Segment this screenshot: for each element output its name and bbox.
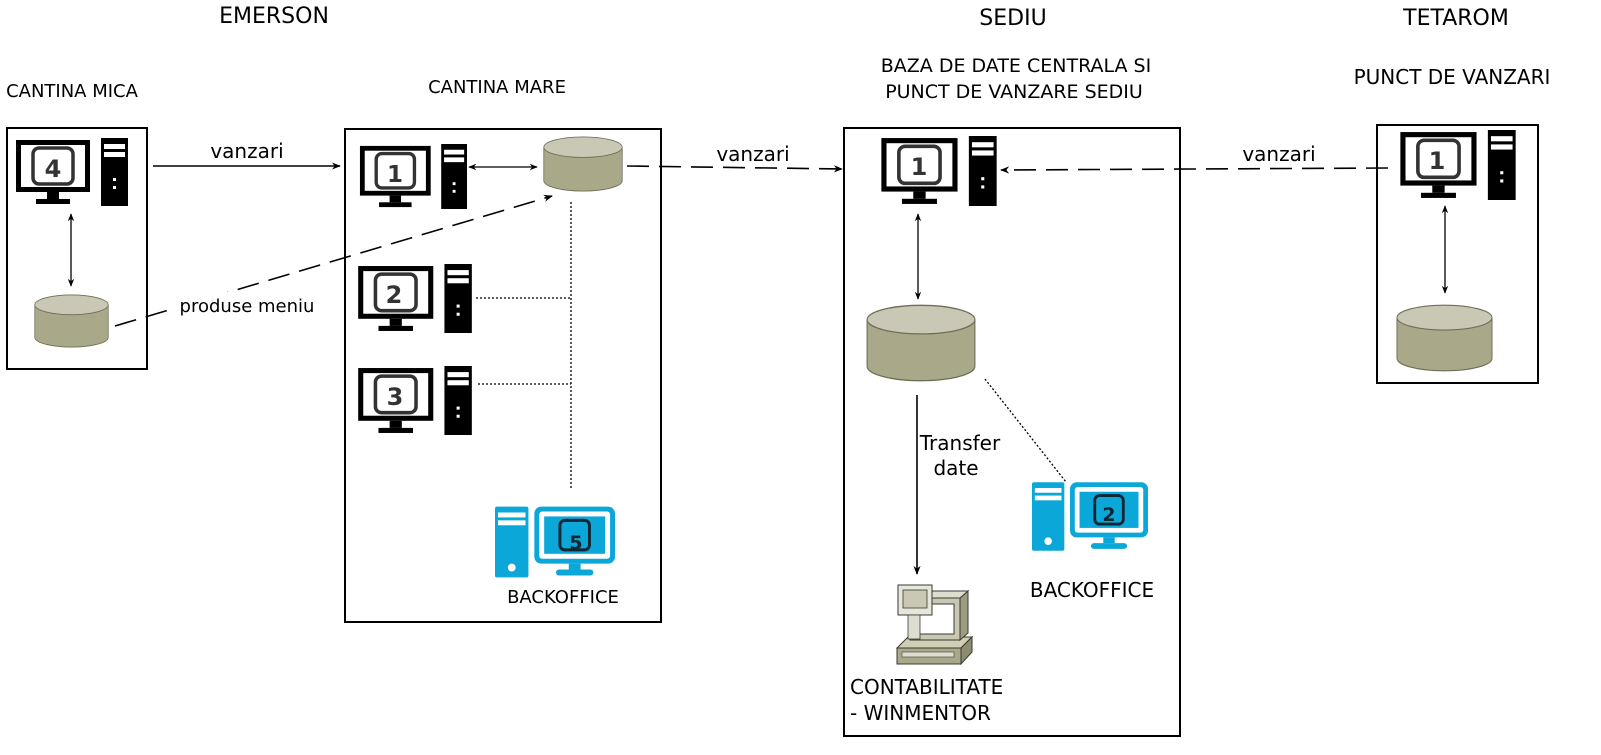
link-vanzari-tetarom-sediu xyxy=(1000,166,1389,174)
workstation-number: 2 xyxy=(1102,504,1115,526)
label-produse-meniu: produse meniu xyxy=(180,296,315,317)
local-network-mare xyxy=(476,202,572,490)
workstation-number: 2 xyxy=(386,281,403,309)
workstation-number: 4 xyxy=(45,155,62,183)
workstation-mare-1: 1 xyxy=(358,144,468,209)
database-tetarom xyxy=(1396,304,1493,372)
label-cantina-mica: CANTINA MICA xyxy=(6,81,139,102)
workstation-tetarom-1: 1 xyxy=(1398,130,1517,200)
workstation-number: 1 xyxy=(1429,147,1446,175)
workstation-mica: 4 xyxy=(14,138,129,206)
backoffice-workstation-mare: 5 xyxy=(495,506,615,578)
header-tetarom: TETAROM xyxy=(1402,6,1509,31)
database-centrala xyxy=(866,304,976,382)
label-punct-vanzari: PUNCT DE VANZARI xyxy=(1354,65,1551,89)
workstation-number: 1 xyxy=(911,153,928,181)
label-transfer-line2: date xyxy=(933,456,978,480)
label-vanzari-3: vanzari xyxy=(1242,142,1315,166)
label-cantina-mare: CANTINA MARE xyxy=(428,77,566,98)
label-contabilitate-line1: CONTABILITATE xyxy=(850,675,1003,699)
frame-sediu xyxy=(843,127,1181,737)
label-contabilitate-line2: - WINMENTOR xyxy=(850,701,991,725)
workstation-number: 1 xyxy=(387,162,403,188)
frame-cantina-mare xyxy=(344,128,662,623)
database-mica xyxy=(34,294,109,348)
frame-cantina-mica xyxy=(6,127,148,370)
label-transfer-line1: Transfer xyxy=(919,431,1001,455)
label-vanzari-1: vanzari xyxy=(210,139,283,163)
database-mare xyxy=(543,136,623,192)
header-emerson: EMERSON xyxy=(219,4,329,29)
workstation-sediu-1: 1 xyxy=(879,136,998,206)
link-vanzari-mare-sediu xyxy=(626,165,843,173)
accounting-computer-icon xyxy=(895,584,974,666)
workstation-mare-2: 2 xyxy=(356,264,473,333)
link-db-backoffice-sediu xyxy=(984,378,1067,483)
backoffice-workstation-sediu: 2 xyxy=(1032,482,1148,551)
label-backoffice-sediu: BACKOFFICE xyxy=(1030,578,1154,602)
frame-tetarom xyxy=(1376,124,1539,384)
label-baza-line2: PUNCT DE VANZARE SEDIU xyxy=(885,81,1143,103)
workstation-number: 3 xyxy=(387,383,404,411)
header-sediu: SEDIU xyxy=(979,6,1046,31)
label-vanzari-2: vanzari xyxy=(716,142,789,166)
label-baza-line1: BAZA DE DATE CENTRALA SI xyxy=(881,55,1151,77)
label-backoffice-mare: BACKOFFICE xyxy=(507,587,619,608)
workstation-mare-3: 3 xyxy=(356,366,473,435)
workstation-number: 5 xyxy=(569,532,582,554)
